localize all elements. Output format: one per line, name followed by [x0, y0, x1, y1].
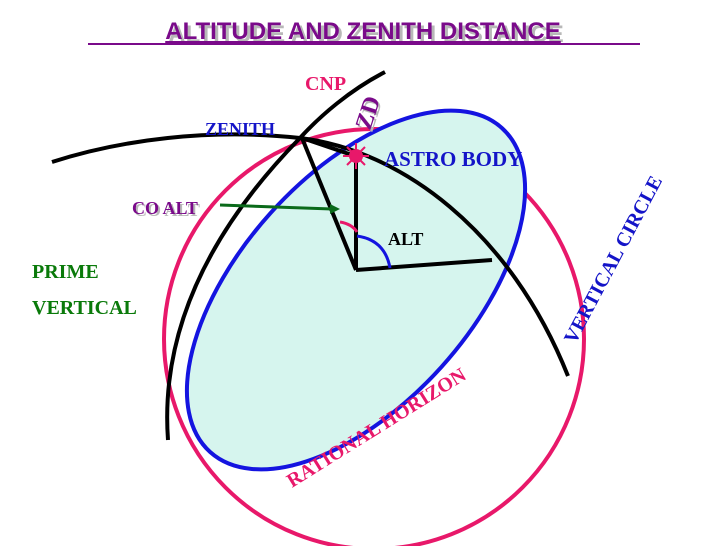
co-alt-label: CO ALT	[132, 198, 198, 218]
diagram-title: ALTITUDE AND ZENITH DISTANCE	[165, 18, 561, 45]
centre-horizon-line	[355, 258, 493, 272]
vertical-label: VERTICAL	[32, 297, 137, 319]
cnp-label: CNP	[305, 73, 346, 95]
astro-body-label: ASTRO BODY	[384, 147, 522, 171]
co-alt-arrowhead	[330, 204, 340, 214]
zenith-label: ZENITH	[205, 119, 275, 139]
prime-label: PRIME	[32, 261, 99, 283]
co-alt-label-shadow: CO ALT	[134, 200, 200, 220]
meridian-arc	[51, 132, 570, 377]
zenith-star-line	[301, 136, 356, 158]
co-alt-arc	[339, 220, 359, 233]
vertical-circle-label: VERTICAL CIRCLE	[560, 172, 667, 347]
alt-arc	[356, 234, 392, 269]
prime-vertical-arc	[165, 70, 386, 441]
alt-label: ALT	[388, 229, 423, 249]
celestial-sphere	[162, 127, 586, 546]
zenith-line	[300, 137, 358, 271]
astro-body-star-icon	[343, 143, 369, 169]
co-alt-arrow	[219, 203, 333, 211]
